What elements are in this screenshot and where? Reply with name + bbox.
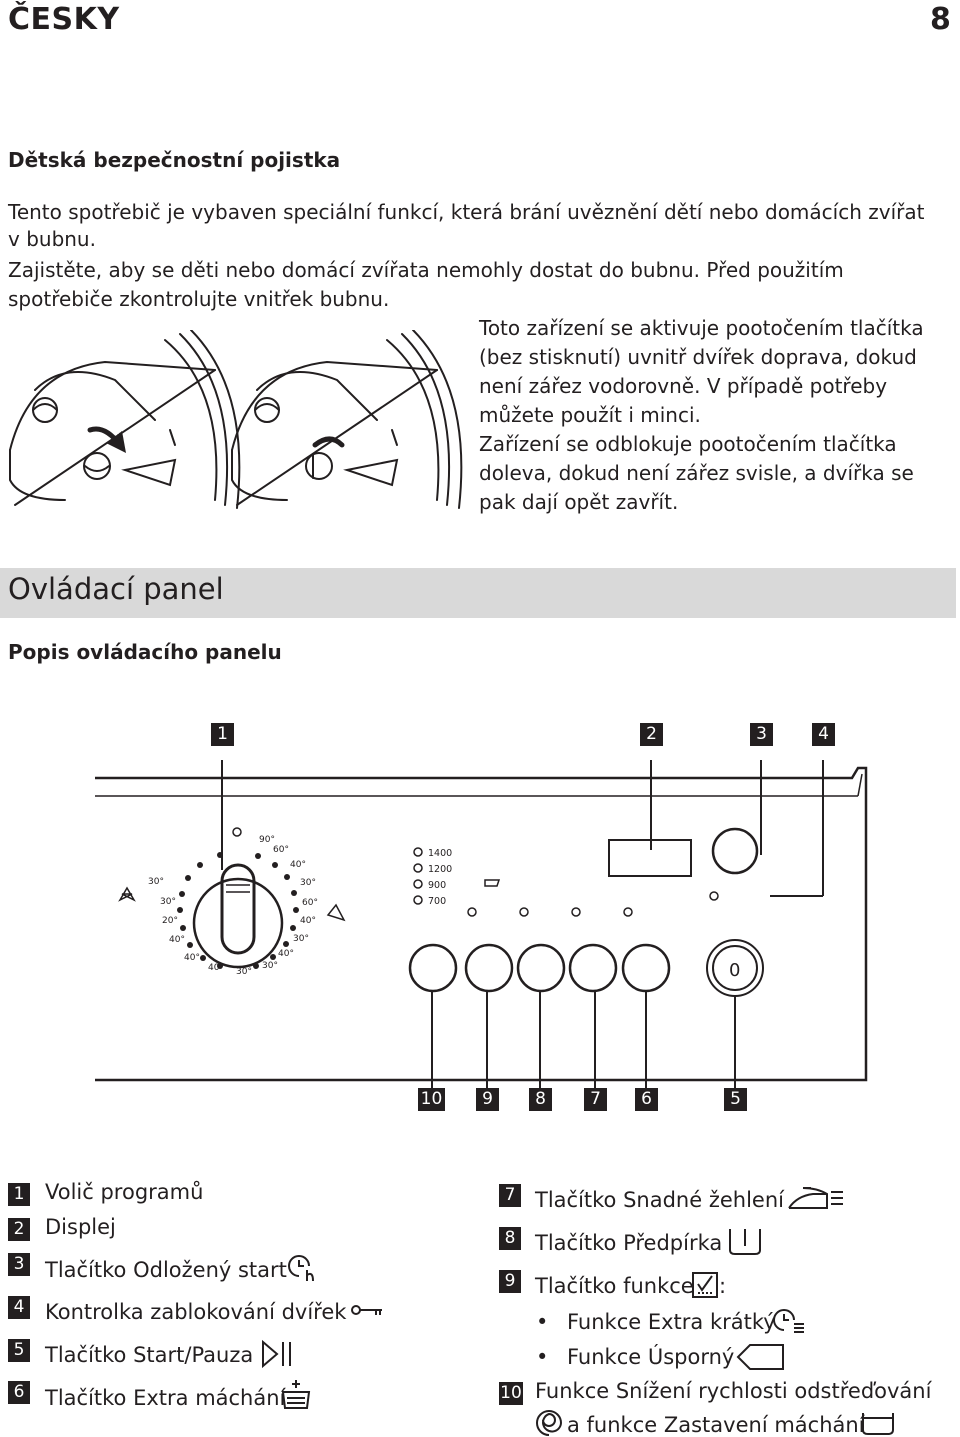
- legend-text: Funkce Snížení rychlosti odstřeďování: [535, 1379, 932, 1403]
- dial-label: 40°: [169, 935, 185, 945]
- spin-speed-label: 700: [428, 896, 446, 907]
- bullet: •: [536, 1345, 549, 1369]
- child-lock-paragraph-2: Zajistěte, aby se děti nebo domácí zvířa…: [8, 256, 844, 314]
- text-line: pak dají opět zavřít.: [479, 490, 679, 514]
- text-line: Zařízení se odblokuje pootočením tlačítk…: [479, 432, 897, 456]
- legend-bullet-text: Funkce Extra krátký: [567, 1310, 776, 1334]
- legend-text: Tlačítko Snadné žehlení: [535, 1188, 784, 1212]
- dial-label: 30°: [300, 878, 316, 888]
- start-pause-icon: [262, 1339, 291, 1369]
- extra-quick-icon: [773, 1309, 804, 1333]
- text-line: (bez stisknutí) uvnitř dvířek doprava, d…: [479, 345, 917, 369]
- text-line: Toto zařízení se aktivuje pootočením tla…: [479, 316, 924, 340]
- dial-label: 30°: [293, 934, 309, 944]
- child-lock-heading: Dětská bezpečnostní pojistka: [8, 148, 341, 172]
- spin-reduction-icon: [536, 1410, 563, 1436]
- callout-5: 5: [724, 1088, 747, 1111]
- spin-speed-label: 1400: [428, 848, 452, 859]
- function-colon: :: [719, 1274, 727, 1298]
- legend-text: Volič programů: [45, 1180, 204, 1204]
- rinse-hold-icon: [862, 1413, 894, 1435]
- legend-text: Kontrolka zablokování dvířek: [45, 1300, 347, 1324]
- legend-number: 6: [8, 1381, 30, 1404]
- legend-number: 10: [499, 1382, 523, 1405]
- legend-number: 9: [499, 1270, 521, 1293]
- dial-label: 30°: [160, 897, 176, 907]
- delay-start-icon: [288, 1255, 314, 1282]
- text-line: v bubnu.: [8, 227, 96, 251]
- dial-label: 30°: [148, 877, 164, 887]
- dial-label: 20°: [162, 916, 178, 926]
- door-lock-icon: [351, 1305, 382, 1315]
- legend-text: Tlačítko Předpírka: [535, 1231, 723, 1255]
- dial-label: 30°: [262, 961, 278, 971]
- section-title: Ovládací panel: [8, 572, 224, 606]
- callout-3: 3: [750, 723, 773, 746]
- spin-speed-label: 1200: [428, 864, 452, 875]
- function-icon: [692, 1272, 718, 1298]
- text-line: můžete použít i minci.: [479, 403, 701, 427]
- extra-rinse-icon: [281, 1380, 311, 1409]
- text-line: Zajistěte, aby se děti nebo domácí zvířa…: [8, 258, 844, 282]
- legend-bullet-text: Funkce Úsporný: [567, 1345, 735, 1369]
- dial-label: 40°: [290, 860, 306, 870]
- legend-text: Tlačítko Start/Pauza: [45, 1343, 254, 1367]
- callout-7: 7: [584, 1088, 607, 1111]
- callout-4: 4: [812, 723, 835, 746]
- text-line: doleva, dokud není zářez svisle, a dvířk…: [479, 461, 914, 485]
- child-lock-illustration: [9, 330, 463, 509]
- callout-1: 1: [211, 723, 234, 746]
- legend-number: 7: [499, 1184, 521, 1207]
- page-number: 8: [930, 2, 952, 37]
- dial-label: 40°: [278, 949, 294, 959]
- spin-speed-label: 900: [428, 880, 446, 891]
- dial-label: 30°: [236, 967, 252, 977]
- legend-number: 5: [8, 1339, 30, 1362]
- dial-label: 90°: [259, 835, 275, 845]
- eco-icon: [736, 1344, 784, 1370]
- legend-text: Displej: [45, 1215, 116, 1239]
- illustration-lock-right: [9, 330, 241, 509]
- dial-label: 40°: [300, 916, 316, 926]
- control-panel-subheading: Popis ovládacího panelu: [8, 640, 282, 664]
- legend-text: Tlačítko funkce: [535, 1274, 694, 1298]
- illustration-lock-left: [231, 330, 463, 509]
- child-lock-paragraph-1: Tento spotřebič je vybaven speciální fun…: [8, 199, 924, 253]
- legend-text: a funkce Zastavení máchání: [567, 1413, 865, 1437]
- legend-text: Tlačítko Extra máchání: [45, 1386, 286, 1410]
- start-button-symbol: 0: [729, 960, 740, 981]
- legend-number: 3: [8, 1253, 30, 1276]
- prewash-icon: [729, 1229, 761, 1255]
- legend-number: 2: [8, 1218, 30, 1241]
- callout-10: 10: [418, 1088, 445, 1111]
- legend-number: 8: [499, 1227, 521, 1250]
- bullet: •: [536, 1310, 549, 1334]
- child-lock-instructions: Toto zařízení se aktivuje pootočením tla…: [479, 314, 924, 517]
- section-band: [0, 568, 956, 618]
- text-line: není zářez vodorovně. V případě potřeby: [479, 374, 888, 398]
- dial-label: 40°: [184, 953, 200, 963]
- dial-label: 60°: [273, 845, 289, 855]
- legend-number: 1: [8, 1183, 30, 1206]
- dial-label: 60°: [302, 898, 318, 908]
- callout-8: 8: [529, 1088, 552, 1111]
- easy-iron-icon: [788, 1187, 843, 1209]
- header-language: ČESKY: [8, 2, 120, 37]
- text-line: spotřebiče zkontrolujte vnitřek bubnu.: [8, 287, 390, 311]
- control-panel-diagram: 90° 60° 40° 30° 60° 40° 30° 40° 30° 30° …: [95, 760, 868, 1088]
- callout-9: 9: [476, 1088, 499, 1111]
- legend-text: Tlačítko Odložený start: [45, 1258, 287, 1282]
- dial-label: 40°: [208, 963, 224, 973]
- callout-6: 6: [635, 1088, 658, 1111]
- legend-number: 4: [8, 1296, 30, 1319]
- text-line: Tento spotřebič je vybaven speciální fun…: [8, 200, 925, 224]
- callout-2: 2: [640, 723, 663, 746]
